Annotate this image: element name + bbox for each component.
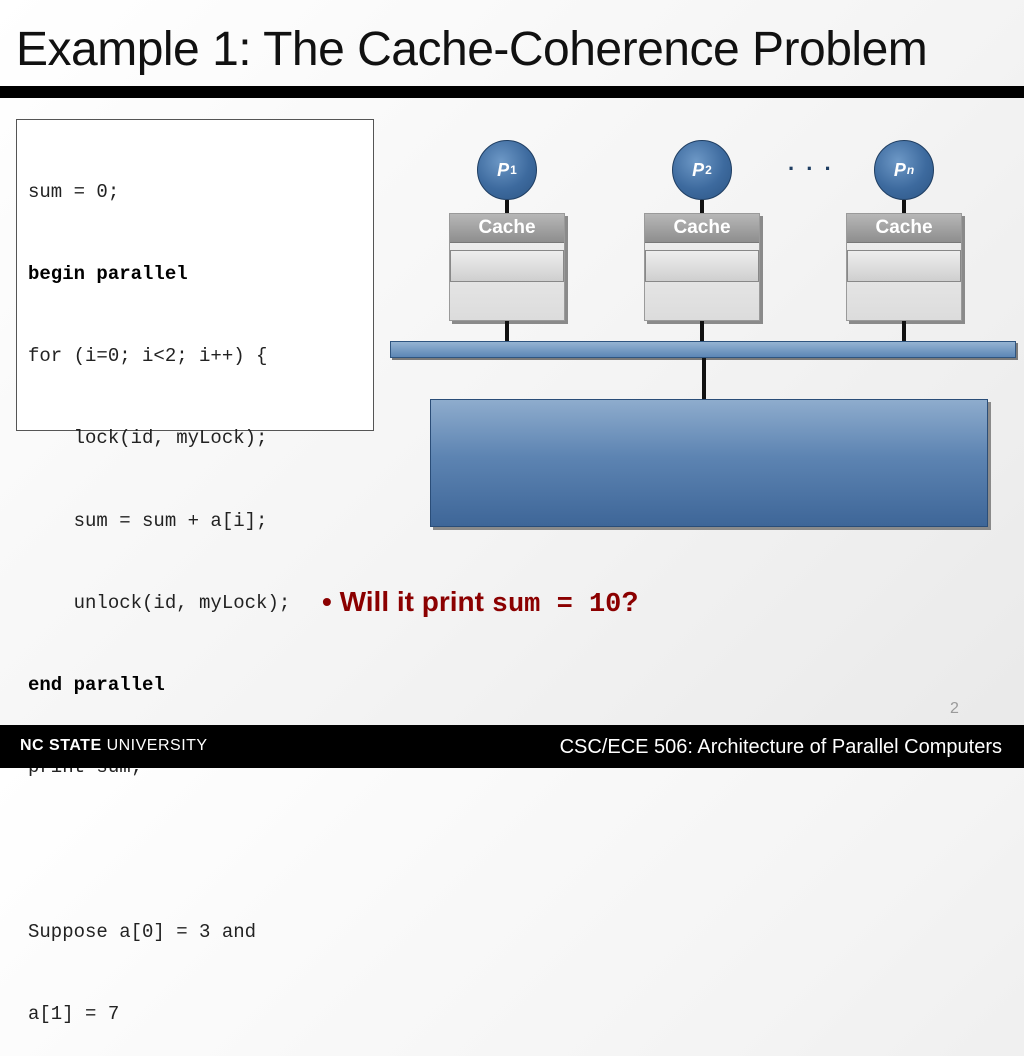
bullet-text: Will it print — [339, 586, 492, 617]
bullet-code: sum = 10 — [491, 590, 622, 620]
cache-label: Cache — [847, 214, 961, 243]
shared-bus — [390, 341, 1016, 358]
code-line: sum = sum + a[i]; — [28, 509, 268, 532]
code-line: Suppose a[0] = 3 and — [28, 920, 257, 943]
code-listing: sum = 0; begin parallel for (i=0; i<2; i… — [16, 119, 374, 1025]
cache-block: Cache — [449, 213, 565, 321]
processor-label: P — [497, 159, 510, 180]
bullet-suffix: ? — [621, 586, 639, 617]
connector-line — [505, 200, 509, 213]
processor-subscript: 1 — [510, 163, 517, 177]
code-line: end parallel — [28, 674, 165, 697]
code-line: unlock(id, myLock); — [28, 591, 291, 614]
code-line: lock(id, myLock); — [28, 427, 268, 450]
question-bullet: • Will it print sum = 10? — [322, 586, 639, 620]
cache-block: Cache — [846, 213, 962, 321]
processor-subscript: n — [906, 163, 915, 177]
connector-line — [902, 200, 906, 213]
slide-title: Example 1: The Cache-Coherence Problem — [16, 23, 928, 76]
title-divider — [0, 86, 1024, 98]
code-line — [28, 836, 373, 863]
processor-subscript: 2 — [705, 163, 712, 177]
bullet-icon: • — [322, 586, 340, 617]
cache-block: Cache — [644, 213, 760, 321]
university-logo: NC STATE UNIVERSITY — [20, 737, 208, 755]
code-line: a[1] = 7 — [28, 1002, 120, 1025]
code-line: begin parallel — [28, 263, 188, 286]
logo-text: UNIVERSITY — [101, 737, 208, 754]
ellipsis: . . . — [788, 150, 834, 175]
main-memory-block — [430, 399, 988, 527]
connector-line — [700, 321, 704, 341]
cache-line — [645, 250, 759, 282]
connector-line — [505, 321, 509, 341]
footer-bar: NC STATE UNIVERSITY CSC/ECE 506: Archite… — [0, 725, 1024, 768]
cache-line — [450, 250, 564, 282]
cache-line — [847, 250, 961, 282]
course-title: CSC/ECE 506: Architecture of Parallel Co… — [559, 736, 1002, 758]
processor-label: P — [893, 159, 906, 180]
code-line: for (i=0; i<2; i++) { — [28, 345, 268, 368]
code-line: sum = 0; — [28, 180, 120, 203]
cache-label: Cache — [645, 214, 759, 243]
cache-label: Cache — [450, 214, 564, 243]
page-number: 2 — [950, 700, 959, 717]
logo-bold-text: NC STATE — [20, 737, 102, 754]
processor-label: P — [692, 159, 705, 180]
connector-line — [702, 358, 706, 399]
connector-line — [902, 321, 906, 341]
connector-line — [700, 200, 704, 213]
